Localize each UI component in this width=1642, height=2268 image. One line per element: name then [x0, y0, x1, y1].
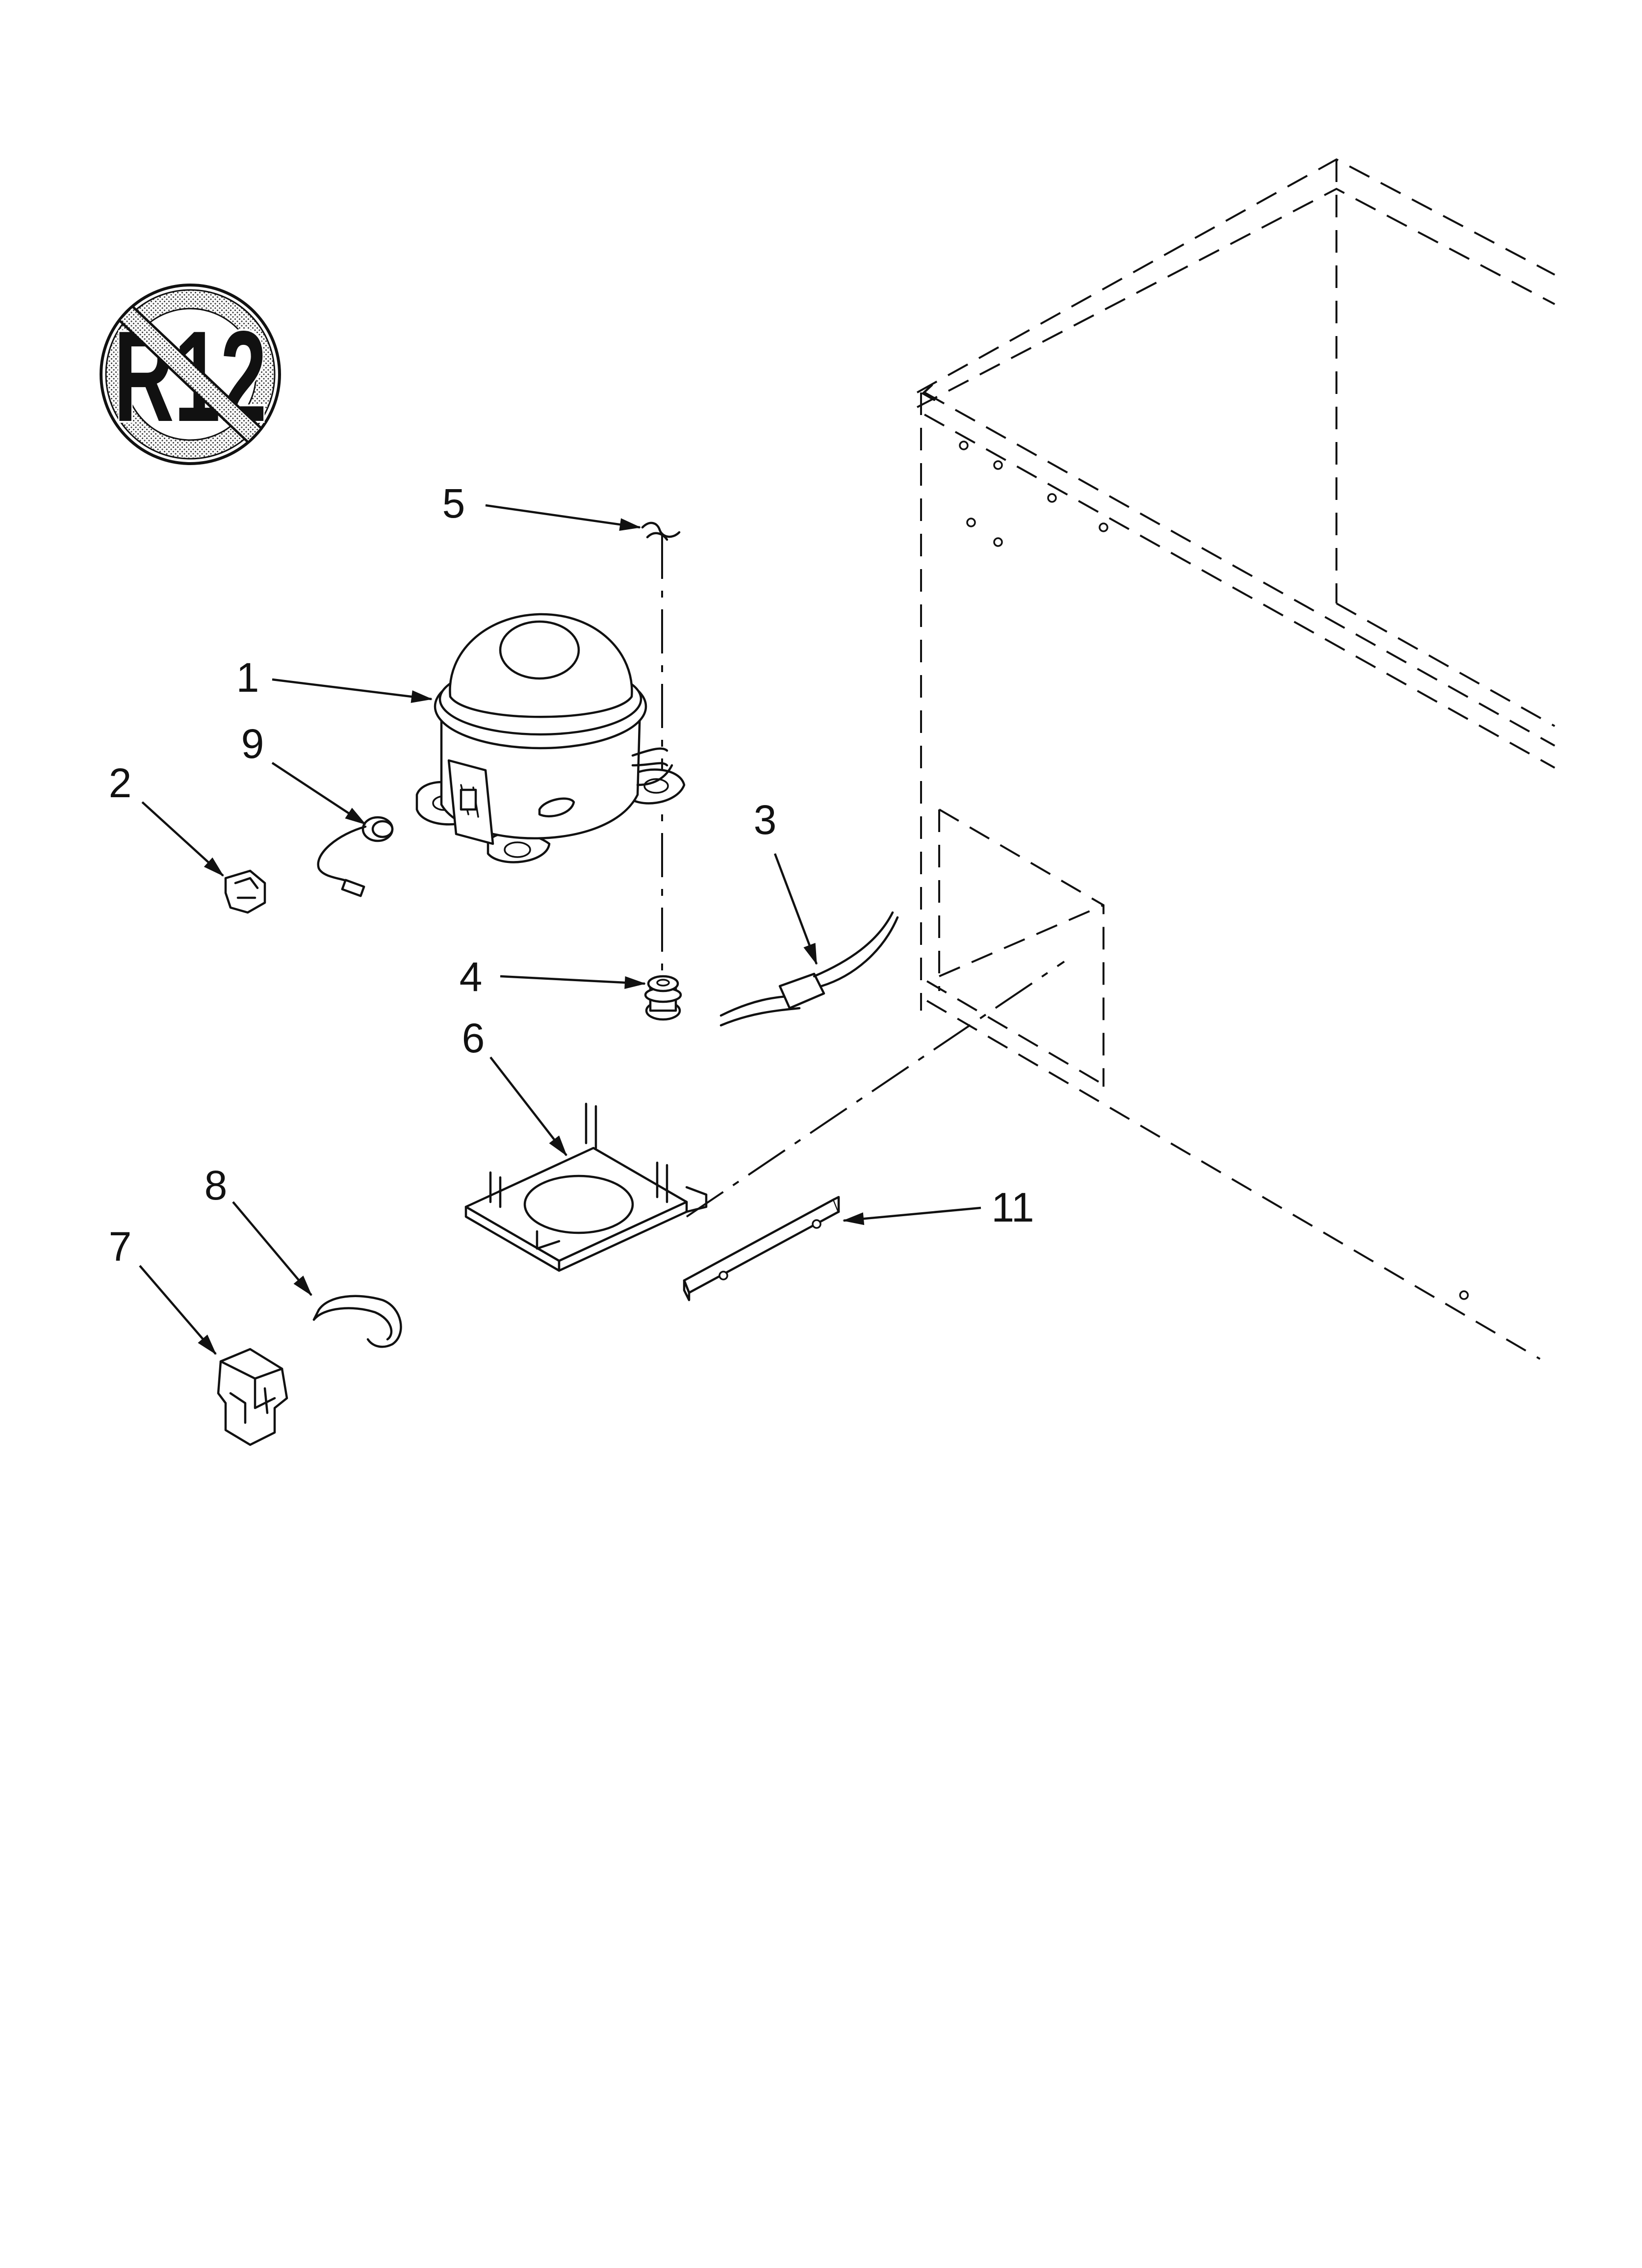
part-7-relay [217, 1348, 288, 1446]
callout-label-4: 4 [460, 954, 483, 1000]
callout-arrow-3 [773, 853, 818, 965]
callout-arrow-4 [500, 975, 646, 989]
callout-arrow-7 [139, 1265, 217, 1355]
callout-arrows [139, 504, 981, 1355]
callout-arrow-9 [271, 762, 366, 825]
part-8-spring-clip [312, 1295, 402, 1348]
callout-label-3: 3 [754, 797, 777, 843]
part-9-overload [317, 816, 394, 897]
callout-label-2: 2 [109, 760, 132, 806]
callout-label-9: 9 [241, 721, 264, 767]
part-11-bracket [683, 1196, 840, 1302]
callout-arrow-8 [232, 1201, 312, 1296]
cabinet-holes [959, 441, 1469, 1300]
part-5-clip [641, 521, 681, 541]
callout-arrow-11 [842, 1206, 981, 1225]
callout-labels: 5 1 9 2 3 4 6 8 7 11 [109, 480, 1034, 1270]
part-6-base-plate [464, 1102, 708, 1272]
callout-label-7: 7 [109, 1224, 132, 1270]
callout-label-11: 11 [991, 1184, 1034, 1230]
callout-label-5: 5 [442, 480, 465, 526]
callout-label-1: 1 [236, 654, 259, 701]
cabinet-outline [917, 158, 1555, 1360]
part-3-tube [719, 911, 899, 1027]
callout-label-6: 6 [462, 1015, 485, 1061]
assembly-lines [661, 535, 1065, 1218]
no-r12-logo: R12 [100, 284, 281, 465]
callout-arrow-5 [485, 504, 641, 531]
callout-arrow-2 [141, 801, 224, 877]
part-1-compressor [415, 613, 686, 863]
callout-arrow-1 [272, 678, 433, 703]
part-2-clip [224, 869, 266, 914]
part-4-grommet [644, 975, 682, 1021]
callout-label-8: 8 [205, 1162, 228, 1208]
callout-arrow-6 [489, 1056, 567, 1156]
